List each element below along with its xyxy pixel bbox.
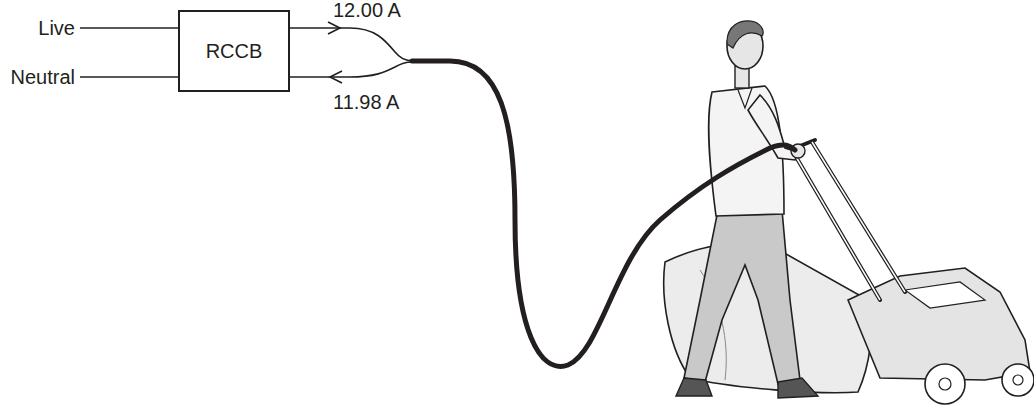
wheel (925, 364, 965, 404)
handle-highlight (792, 142, 905, 300)
wheel (1002, 364, 1034, 396)
current-value: 11.98 A (333, 92, 399, 112)
wheel-hub (939, 378, 951, 390)
trousers (684, 210, 800, 384)
supply-label: Live (38, 18, 75, 38)
current-value: 12.00 A (333, 0, 401, 20)
neutral-wire (80, 76, 178, 78)
live-wire (80, 27, 178, 29)
neutral-out-wire (290, 62, 412, 77)
shoe (676, 378, 712, 396)
box-label: RCCB (206, 40, 263, 63)
current-arrow (328, 22, 340, 34)
mower-handle (790, 140, 905, 300)
mower-cable (412, 61, 795, 366)
mower-engine (905, 282, 985, 308)
breaker-box: RCCB (178, 10, 290, 92)
hair (727, 21, 763, 48)
live-out-wire (290, 28, 412, 61)
mower-body (848, 268, 1030, 380)
supply-label: Neutral (11, 67, 75, 87)
collar (738, 88, 752, 108)
shoe (778, 378, 818, 398)
shirt (709, 86, 784, 216)
current-arrow (330, 71, 342, 83)
wheel-hub (1013, 375, 1023, 385)
